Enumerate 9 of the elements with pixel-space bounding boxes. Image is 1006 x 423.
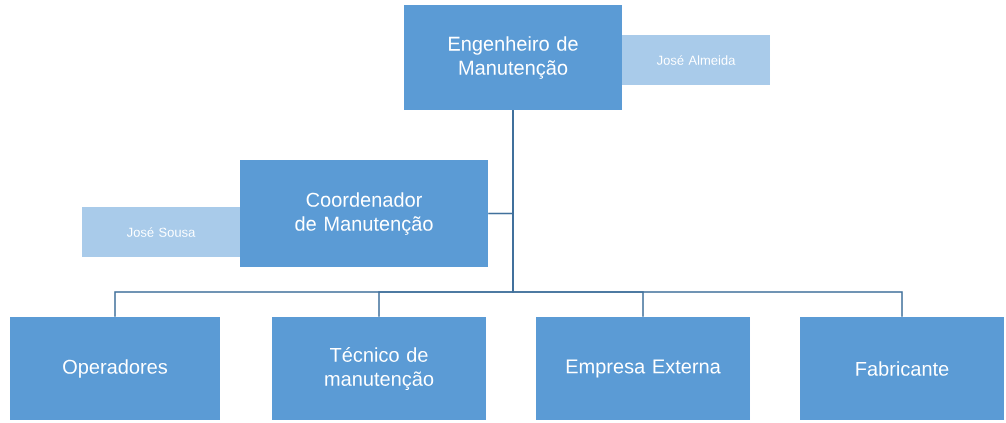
org-box: Empresa Externa	[536, 317, 750, 420]
org-box: Fabricante	[800, 317, 1004, 420]
connector-line	[512, 109, 903, 318]
name-tag: José Almeida	[622, 35, 770, 85]
org-box: Coordenador de Manutenção	[240, 160, 488, 267]
org-box: Engenheiro de Manutenção	[404, 5, 622, 110]
name-tag: José Sousa	[82, 207, 240, 257]
org-box: Operadores	[10, 317, 220, 420]
org-box: Técnico de manutenção	[272, 317, 486, 420]
